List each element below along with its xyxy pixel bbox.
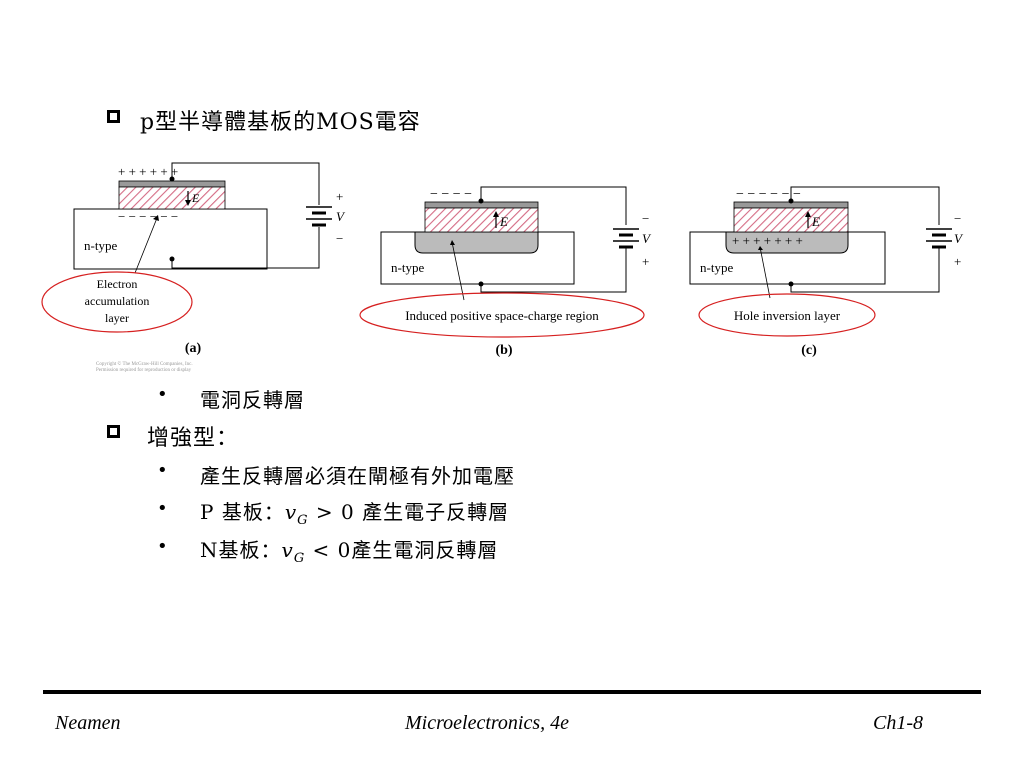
a-gate-metal — [118, 180, 226, 188]
c-panel-label: (c) — [801, 343, 817, 358]
c-callout: Hole inversion layer — [734, 308, 841, 323]
sub-bullet-3: P 基板：vG > 0 產生電子反轉層 — [200, 496, 509, 528]
a-oxide — [118, 186, 226, 210]
footer-right: Ch1-8 — [873, 712, 923, 734]
b-field-label: E — [499, 214, 508, 229]
a-mid-charges: − − − − − − — [118, 209, 178, 224]
sub-bullet-1-dot: • — [157, 384, 168, 405]
b-wire-bottom — [480, 248, 627, 293]
b-field-arrow — [493, 211, 499, 217]
c-inv-charges: + + + + + + + — [732, 233, 803, 248]
a-copyright-1: Copyright © The McGraw-Hill Companies, I… — [96, 361, 193, 367]
b-callout-leader — [451, 241, 465, 301]
c-battery-minus: − — [954, 211, 961, 226]
slide-title: p型半導體基板的MOS電容 — [140, 110, 421, 135]
b-callout-arrowhead — [450, 240, 455, 245]
a-battery-minus: − — [336, 231, 343, 246]
a-ntype-label: n-type — [84, 238, 117, 253]
sub-bullet-3-dot: • — [157, 498, 168, 519]
b-panel-label: (b) — [495, 343, 512, 358]
footer-left: Neamen — [55, 712, 121, 734]
b-wire-top — [480, 186, 627, 225]
panel-c: − − − − − − + + + + + + + E − V + n-type… — [689, 186, 964, 358]
sub-bullet-4-dot: • — [157, 536, 168, 557]
sub-bullet-1: 電洞反轉層 — [200, 388, 305, 412]
a-wire-top — [171, 162, 320, 205]
b-battery-plus: + — [642, 254, 649, 269]
b-battery-v: V — [642, 231, 652, 246]
a-wire-bottom — [171, 227, 320, 269]
a-panel-label: (a) — [185, 341, 202, 356]
a-copyright-2: Permission required for reproduction or … — [96, 368, 192, 373]
sub-bullet-2: 產生反轉層必須在閘極有外加電壓 — [200, 464, 515, 488]
footer-center: Microelectronics, 4e — [405, 712, 570, 734]
bullet-2-square — [107, 425, 120, 438]
c-battery-v: V — [954, 231, 964, 246]
b-top-charges: − − − − — [430, 187, 472, 202]
c-callout-ellipse — [698, 293, 876, 337]
b-ntype-label: n-type — [391, 260, 424, 275]
sub-bullet-3-prefix: P 基板： — [200, 500, 285, 524]
a-callout-arrowhead — [153, 215, 159, 221]
a-callout-ellipse — [41, 271, 193, 333]
b-callout-ellipse — [359, 292, 645, 338]
a-callout-line-2: accumulation — [85, 294, 150, 308]
b-depletion-region — [414, 231, 539, 254]
sub-bullet-3-var: v — [284, 500, 298, 524]
a-field-label: E — [191, 191, 200, 205]
title-bullet-square — [107, 110, 120, 123]
b-oxide — [424, 207, 539, 233]
mos-figure-right: − − − − − − + + + + + + + E − V + n-type… — [689, 186, 964, 358]
sub-bullet-4-suffix: < 0產生電洞反轉層 — [305, 538, 499, 562]
footer-divider — [43, 690, 981, 694]
c-battery-plus: + — [954, 254, 961, 269]
a-callout-line-1: Electron — [97, 277, 138, 291]
sub-bullet-2-dot: • — [157, 460, 168, 481]
c-top-charges: − − − − − − — [736, 187, 801, 202]
b-battery-minus: − — [642, 211, 649, 226]
c-ntype-label: n-type — [700, 260, 733, 275]
sub-bullet-3-suffix: > 0 產生電子反轉層 — [308, 500, 510, 524]
sub-bullet-4-prefix: N基板： — [200, 538, 282, 562]
a-battery-plus: + — [336, 189, 343, 204]
a-callout-line-3: layer — [105, 311, 129, 325]
a-callout-leader — [134, 217, 158, 274]
a-top-charges: + + + + + + — [118, 164, 178, 179]
sub-bullet-4-sub: G — [293, 551, 306, 566]
b-callout: Induced positive space-charge region — [405, 308, 599, 323]
sub-bullet-3-sub: G — [297, 513, 309, 528]
a-field-arrow — [185, 200, 191, 206]
mos-capacitor-figure: + + + + + + − − − − − − E + V − n-typeElectron… — [41, 162, 652, 373]
c-field-label: E — [811, 214, 820, 229]
a-battery-v: V — [336, 209, 346, 224]
bullet-2: 增強型： — [147, 426, 240, 451]
sub-bullet-4: N基板：vG < 0產生電洞反轉層 — [200, 534, 498, 566]
sub-bullet-4-var: v — [281, 538, 294, 562]
